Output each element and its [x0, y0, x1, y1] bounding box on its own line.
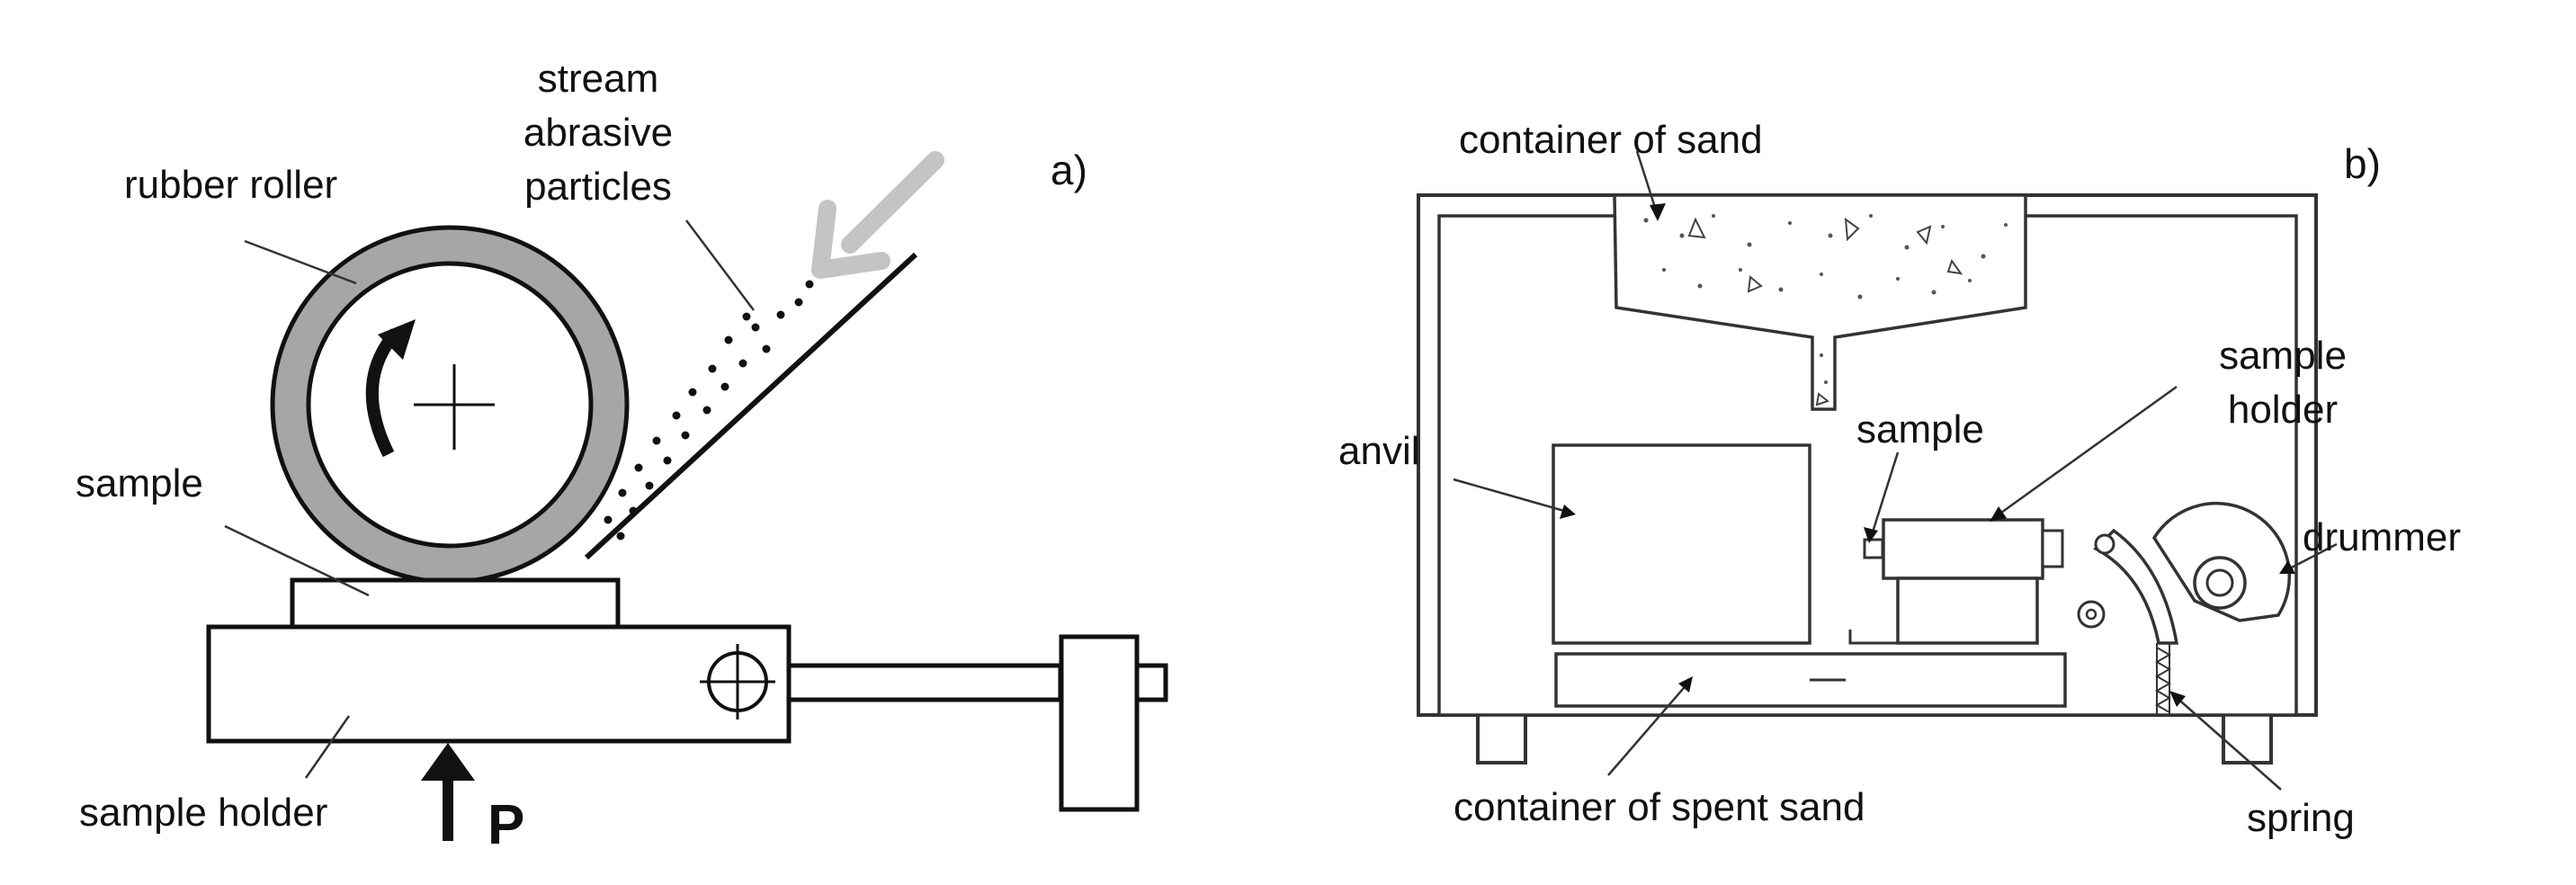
panel-b: b) — [1338, 118, 2461, 840]
label-rubber-roller: rubber roller — [124, 163, 337, 207]
panel-b-tag: b) — [2344, 140, 2381, 187]
rotation-arrow-head — [378, 319, 416, 360]
leader-rubber-roller — [244, 239, 357, 285]
sample-plate — [290, 577, 621, 630]
label-stream-line1: stream — [538, 57, 658, 101]
label-sample-holder-b-line2: holder — [2228, 388, 2338, 432]
lever-weight — [1059, 634, 1140, 812]
label-drummer: drummer — [2303, 515, 2461, 559]
hammer-pivot — [2094, 533, 2115, 555]
rotation-arrow-shaft — [365, 328, 401, 458]
panel-a: a) — [76, 57, 1168, 856]
anvil — [1552, 443, 1811, 645]
leader-anvil — [1453, 478, 1571, 514]
leader-spent-sand — [1607, 681, 1690, 776]
label-stream-line2: abrasive — [523, 111, 673, 155]
rubber-roller — [270, 225, 630, 585]
sample-holder-cap — [2041, 529, 2064, 568]
arrowhead-container-of-sand — [1650, 203, 1666, 221]
sample-holder-b — [1882, 518, 2044, 580]
holder-support — [1848, 630, 1898, 645]
drummer — [2077, 501, 2292, 645]
arrowhead-anvil — [1560, 505, 1576, 519]
leader-spring — [2174, 695, 2282, 791]
sample-holder-body — [206, 624, 792, 744]
label-anvil: anvil — [1338, 429, 1420, 473]
particle-flow-arrow — [811, 151, 944, 279]
leader-sample-b — [1869, 451, 1900, 539]
drummer-hammer-arm — [2093, 528, 2179, 645]
leader-sample — [224, 524, 370, 597]
leader-stream — [685, 219, 755, 311]
sample-b — [1863, 538, 1884, 559]
leader-sample-holder — [304, 715, 351, 779]
leader-sample-holder-b — [1994, 385, 2178, 519]
leader-drummer — [2284, 542, 2338, 573]
label-container-of-sand: container of sand — [1459, 118, 1763, 162]
arrowhead-spring — [2169, 691, 2186, 707]
spent-sand-container — [1554, 652, 2067, 708]
label-sample-holder-a: sample holder — [79, 791, 327, 835]
sand-speckles — [1643, 214, 2008, 384]
label-sample-holder-b-line1: sample — [2219, 334, 2347, 378]
panel-a-tag: a) — [1051, 147, 1087, 193]
load-arrow — [421, 743, 475, 841]
label-sample-a: sample — [76, 461, 203, 505]
arrowhead-spent-sand — [1678, 676, 1693, 693]
spring — [2154, 643, 2172, 715]
lever-end-stop — [1134, 663, 1168, 702]
arrowhead-drummer — [2279, 560, 2295, 574]
label-container-of-spent-sand: container of spent sand — [1453, 785, 1865, 829]
abrasive-particles — [604, 280, 814, 541]
arrowhead-sample-holder-b — [1990, 506, 2007, 522]
sample-holder-base — [1896, 577, 2039, 645]
label-stream-line3: particles — [524, 165, 672, 209]
sand-hopper — [1613, 193, 2027, 411]
sand-grains — [1687, 217, 1963, 407]
abrasive-chute — [584, 252, 918, 560]
label-sample-b: sample — [1856, 407, 1984, 451]
arrowhead-sample-b — [1864, 527, 1878, 543]
holder-pivot-icon — [700, 644, 775, 720]
lever-arm — [786, 663, 1063, 702]
load-label: P — [487, 794, 524, 856]
label-spring: spring — [2247, 796, 2355, 840]
